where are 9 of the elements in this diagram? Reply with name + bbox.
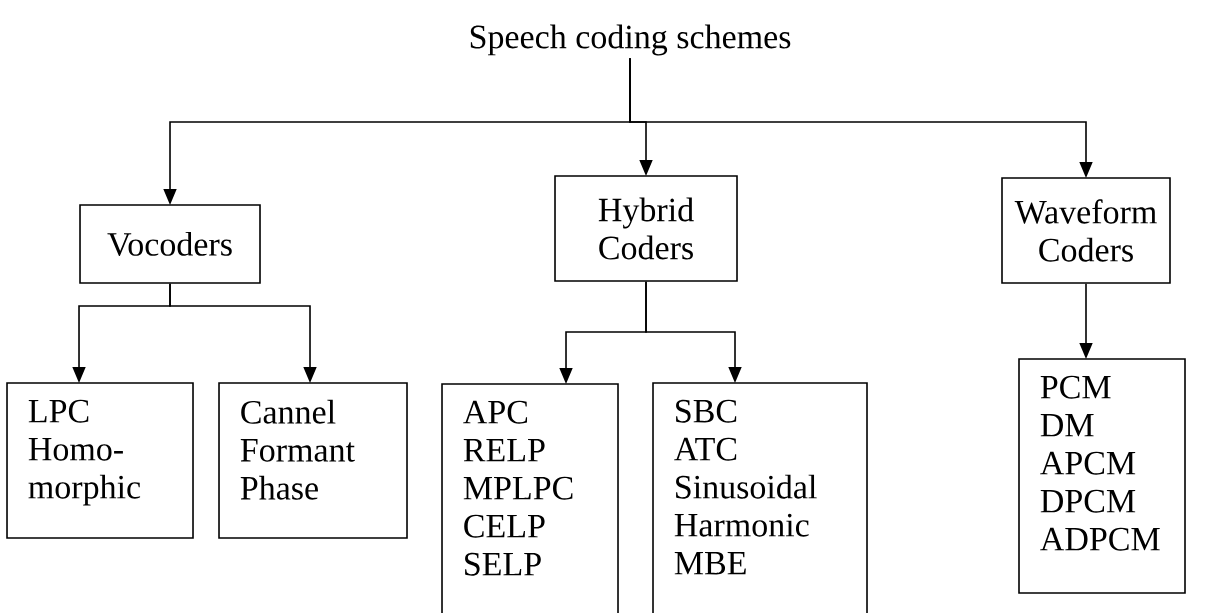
- list-box: Cannel Formant Phase: [218, 382, 408, 539]
- list-box: SBC ATC Sinusoidal Harmonic MBE: [652, 382, 868, 613]
- list-box: LPC Homo-morphic: [6, 382, 194, 539]
- category-box: Vocoders: [79, 204, 261, 284]
- title: Speech coding schemes: [470, 24, 791, 56]
- list-box: PCM DM APCM DPCM ADPCM: [1018, 358, 1186, 594]
- category-box: Waveform Coders: [1001, 177, 1171, 284]
- list-box: APC RELP MPLPC CELP SELP: [441, 383, 619, 613]
- category-box: Hybrid Coders: [554, 175, 738, 282]
